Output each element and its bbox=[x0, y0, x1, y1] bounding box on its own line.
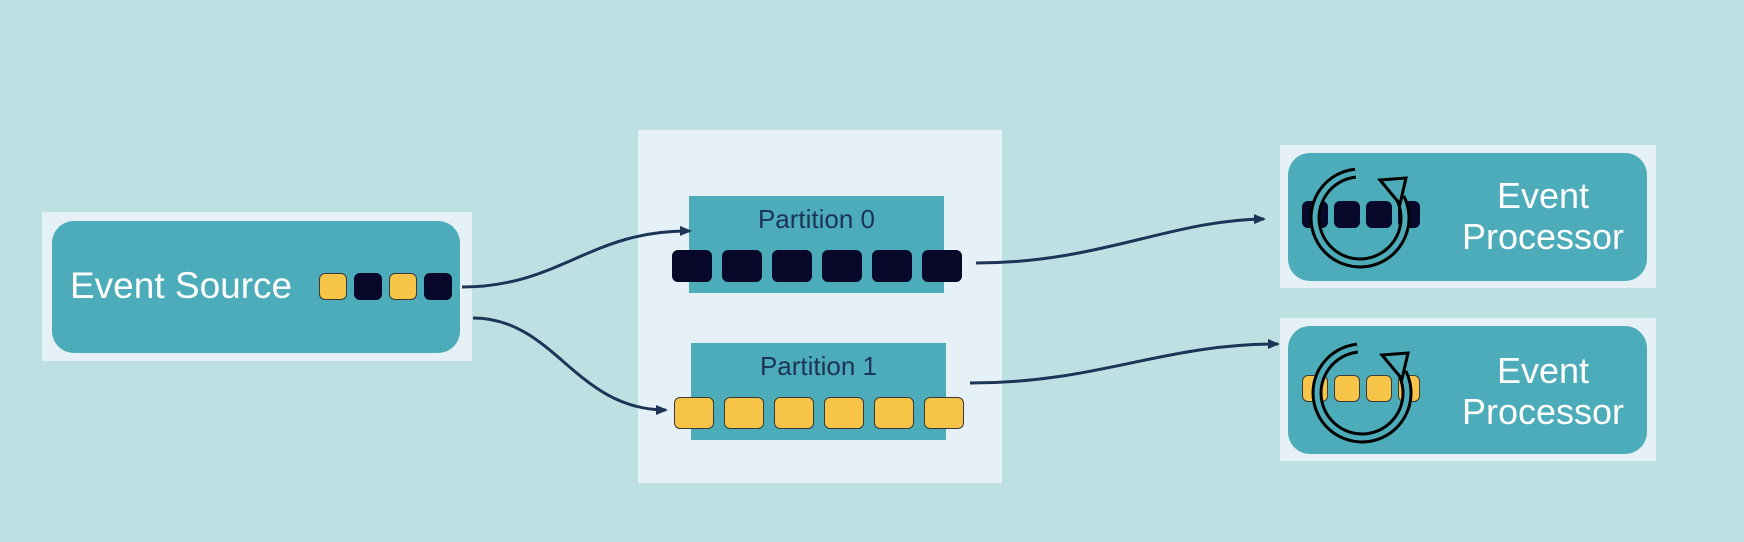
partition-0-event-4 bbox=[822, 250, 862, 282]
processor-2-label-line1: Event bbox=[1496, 350, 1590, 391]
processor-2-label: Event Processor bbox=[1443, 350, 1643, 433]
arrow-partition-0-to-processor-1 bbox=[975, 214, 1266, 265]
processor-1-label-line2: Processor bbox=[1461, 216, 1625, 258]
processor-1-label: Event Processor bbox=[1443, 175, 1643, 258]
arrow-partition-1-to-processor-2 bbox=[969, 339, 1280, 385]
processor-2-event-3 bbox=[1366, 375, 1392, 402]
partition-1-label: Partition 1 bbox=[759, 351, 878, 381]
partition-0-event-5 bbox=[872, 250, 912, 282]
partition-1-event-1 bbox=[674, 397, 714, 429]
partition-0-label: Partition 0 bbox=[757, 204, 876, 234]
partition-0-event-1 bbox=[672, 250, 712, 282]
partition-1-event-3 bbox=[774, 397, 814, 429]
processor-2-event-2 bbox=[1334, 375, 1360, 402]
partition-1-event-5 bbox=[874, 397, 914, 429]
processor-1-event-2 bbox=[1334, 201, 1360, 228]
partition-0-event-2 bbox=[722, 250, 762, 282]
partition-0-event-6 bbox=[922, 250, 962, 282]
partition-0-event-3 bbox=[772, 250, 812, 282]
event-source-label: Event Source bbox=[70, 265, 293, 306]
source-event-3 bbox=[389, 273, 417, 300]
source-event-4 bbox=[424, 273, 452, 300]
partition-1-event-6 bbox=[924, 397, 964, 429]
source-event-1 bbox=[319, 273, 347, 300]
refresh-cycle-icon bbox=[1311, 342, 1413, 444]
partition-1-event-4 bbox=[824, 397, 864, 429]
arrow-source-to-partition-1 bbox=[472, 316, 668, 415]
arrow-source-to-partition-0 bbox=[461, 225, 692, 289]
processor-2-label-line2: Processor bbox=[1461, 391, 1625, 433]
refresh-cycle-icon bbox=[1309, 167, 1411, 269]
source-event-2 bbox=[354, 273, 382, 300]
partition-1-event-2 bbox=[724, 397, 764, 429]
processor-1-event-3 bbox=[1366, 201, 1392, 228]
processor-1-label-line1: Event bbox=[1496, 175, 1590, 216]
